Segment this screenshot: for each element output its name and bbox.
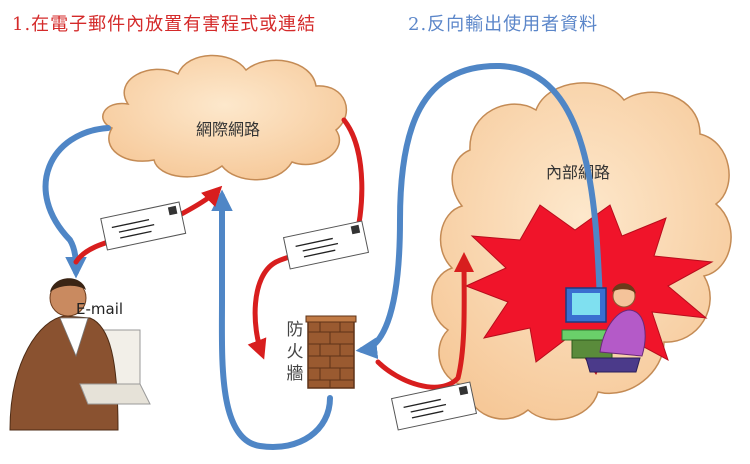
intranet-cloud: 內部網路 [431, 82, 732, 421]
firewall-bricks [307, 319, 355, 389]
firewall-label-char-3: 牆 [287, 364, 304, 384]
red-arrow-firewall-to-intranet [375, 252, 475, 390]
intranet-label: 內部網路 [546, 163, 610, 182]
victim-body [599, 309, 646, 357]
blue-arrow-victim-to-firewall [355, 62, 603, 360]
attacker-body [9, 315, 119, 431]
envelope-3 [390, 381, 478, 431]
step2-caption: 2.反向輸出使用者資料 [408, 14, 599, 35]
internet-cloud: 網際網路 [102, 54, 347, 181]
step1-caption: 1.在電子郵件內放置有害程式或連結 [12, 14, 317, 35]
internet-label: 網際網路 [196, 120, 260, 139]
firewall-label-char-2: 火 [287, 342, 304, 362]
blue-arrow-firewall-to-internet [211, 189, 333, 450]
victim-figure [561, 283, 646, 373]
firewall-label-char-1: 防 [287, 320, 304, 340]
envelope-2 [282, 220, 370, 270]
firewall [305, 315, 357, 389]
blue-arrow-internet-to-user [42, 125, 111, 279]
envelope-1 [100, 201, 187, 251]
attacker-keyboard [79, 383, 151, 405]
attacker-figure: E-mail [9, 278, 151, 431]
email-label: E-mail [76, 300, 123, 318]
internet-cloud-shape [102, 54, 347, 181]
